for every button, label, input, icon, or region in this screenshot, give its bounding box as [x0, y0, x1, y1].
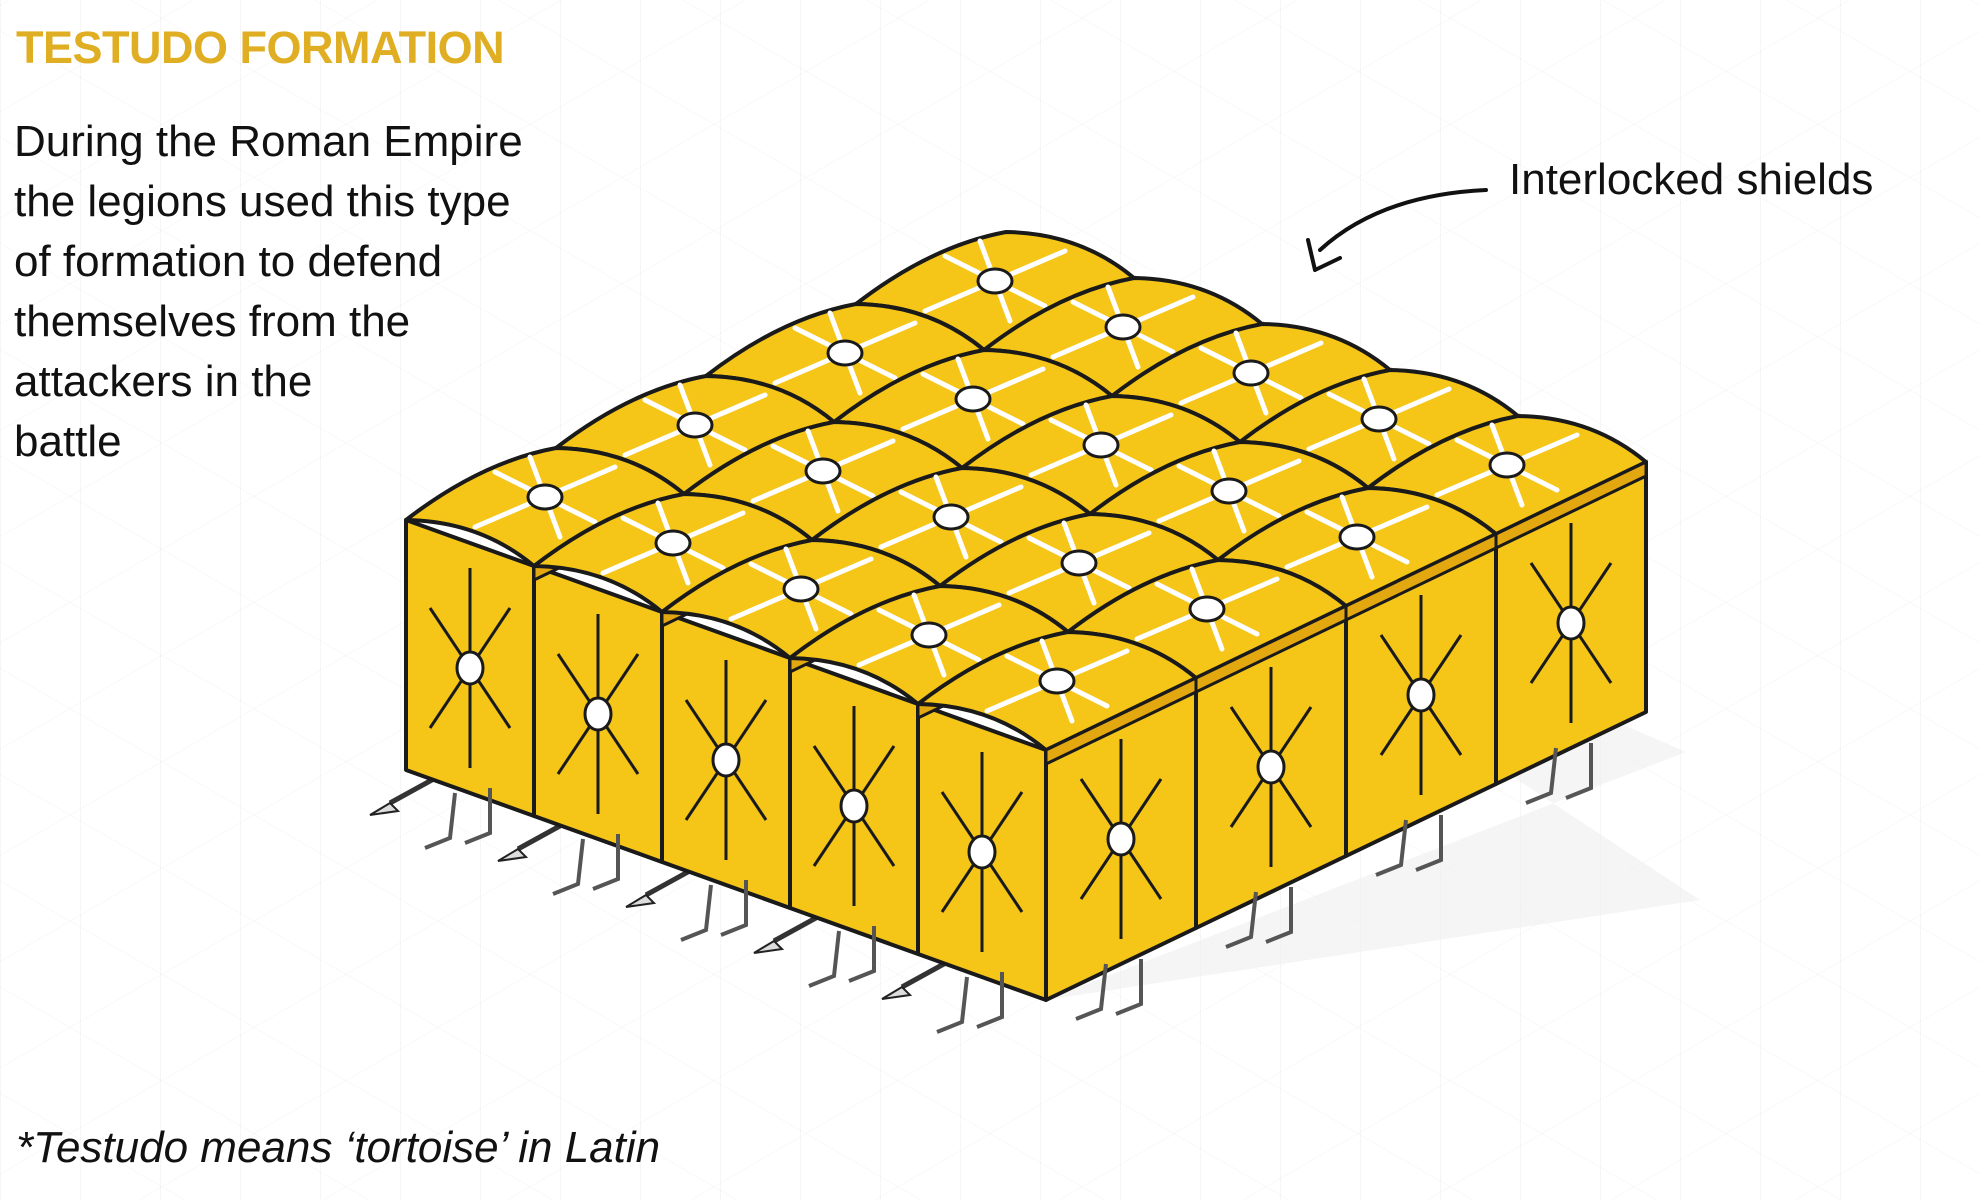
- spear-tip-icon: [881, 985, 913, 1000]
- shield-boss-icon: [967, 834, 997, 870]
- shield-boss-icon: [1338, 523, 1376, 551]
- side-shields: [404, 460, 1648, 1034]
- shield-boss-icon: [455, 650, 485, 686]
- roof-shields: [404, 230, 1648, 767]
- description-line: During the Roman Empire: [14, 117, 523, 166]
- ground-shadow: [1046, 482, 1700, 1000]
- legionary-legs: [424, 788, 492, 850]
- description-line: attackers in the: [14, 357, 313, 406]
- curved-arrow-icon: [1318, 188, 1488, 252]
- shield-boss-icon: [583, 696, 613, 732]
- shield-boss-icon: [839, 788, 869, 824]
- shield-boss-icon: [976, 267, 1014, 295]
- shield-boss-icon: [1038, 667, 1076, 695]
- legionary-legs: [936, 972, 1004, 1034]
- shield-boss-icon: [804, 457, 842, 485]
- legionary-legs: [808, 926, 876, 988]
- shield-boss-icon: [782, 575, 820, 603]
- shield-boss-icon: [1360, 405, 1398, 433]
- shield-boss-icon: [826, 339, 864, 367]
- shield-boss-icon: [1210, 477, 1248, 505]
- legionary-legs: [1375, 815, 1443, 877]
- description: During the Roman Empire the legions used…: [14, 112, 523, 472]
- shield-boss-icon: [711, 742, 741, 778]
- description-line: themselves from the: [14, 297, 411, 346]
- page-title: TESTUDO FORMATION: [16, 22, 505, 73]
- footnote: *Testudo means ‘tortoise’ in Latin: [16, 1123, 661, 1172]
- arrow-head-icon: [1306, 238, 1342, 272]
- shield-boss-icon: [932, 503, 970, 531]
- legionary-legs: [1525, 743, 1593, 805]
- shield-boss-icon: [654, 529, 692, 557]
- spear-tip-icon: [753, 939, 785, 954]
- shield-boss-icon: [1488, 451, 1526, 479]
- interlocked-shields-label: Interlocked shields: [1509, 155, 1874, 204]
- spear-tip-icon: [625, 893, 657, 908]
- description-line: battle: [14, 417, 122, 466]
- shield-boss-icon: [1082, 431, 1120, 459]
- legionary-legs: [680, 880, 748, 942]
- shield-boss-icon: [676, 411, 714, 439]
- shield-boss-icon: [1256, 749, 1286, 785]
- shield-boss-icon: [1106, 821, 1136, 857]
- shield-boss-icon: [1104, 313, 1142, 341]
- shield-boss-icon: [954, 385, 992, 413]
- spear-tip-icon: [369, 801, 401, 816]
- legionary-legs: [1075, 959, 1143, 1021]
- description-line: of formation to defend: [14, 237, 443, 286]
- description-line: the legions used this type: [14, 177, 511, 226]
- shield-boss-icon: [1232, 359, 1270, 387]
- shield-boss-icon: [1188, 595, 1226, 623]
- spear-tip-icon: [497, 847, 529, 862]
- ground-shadow: [1046, 482, 1700, 1000]
- shield-boss-icon: [1406, 677, 1436, 713]
- shield-boss-icon: [910, 621, 948, 649]
- shield-rim: [1044, 675, 1198, 767]
- shield-boss-icon: [1060, 549, 1098, 577]
- shield-boss-icon: [526, 483, 564, 511]
- legionary-legs: [1225, 887, 1293, 949]
- legionary-legs: [552, 834, 620, 896]
- shield-boss-icon: [1556, 605, 1586, 641]
